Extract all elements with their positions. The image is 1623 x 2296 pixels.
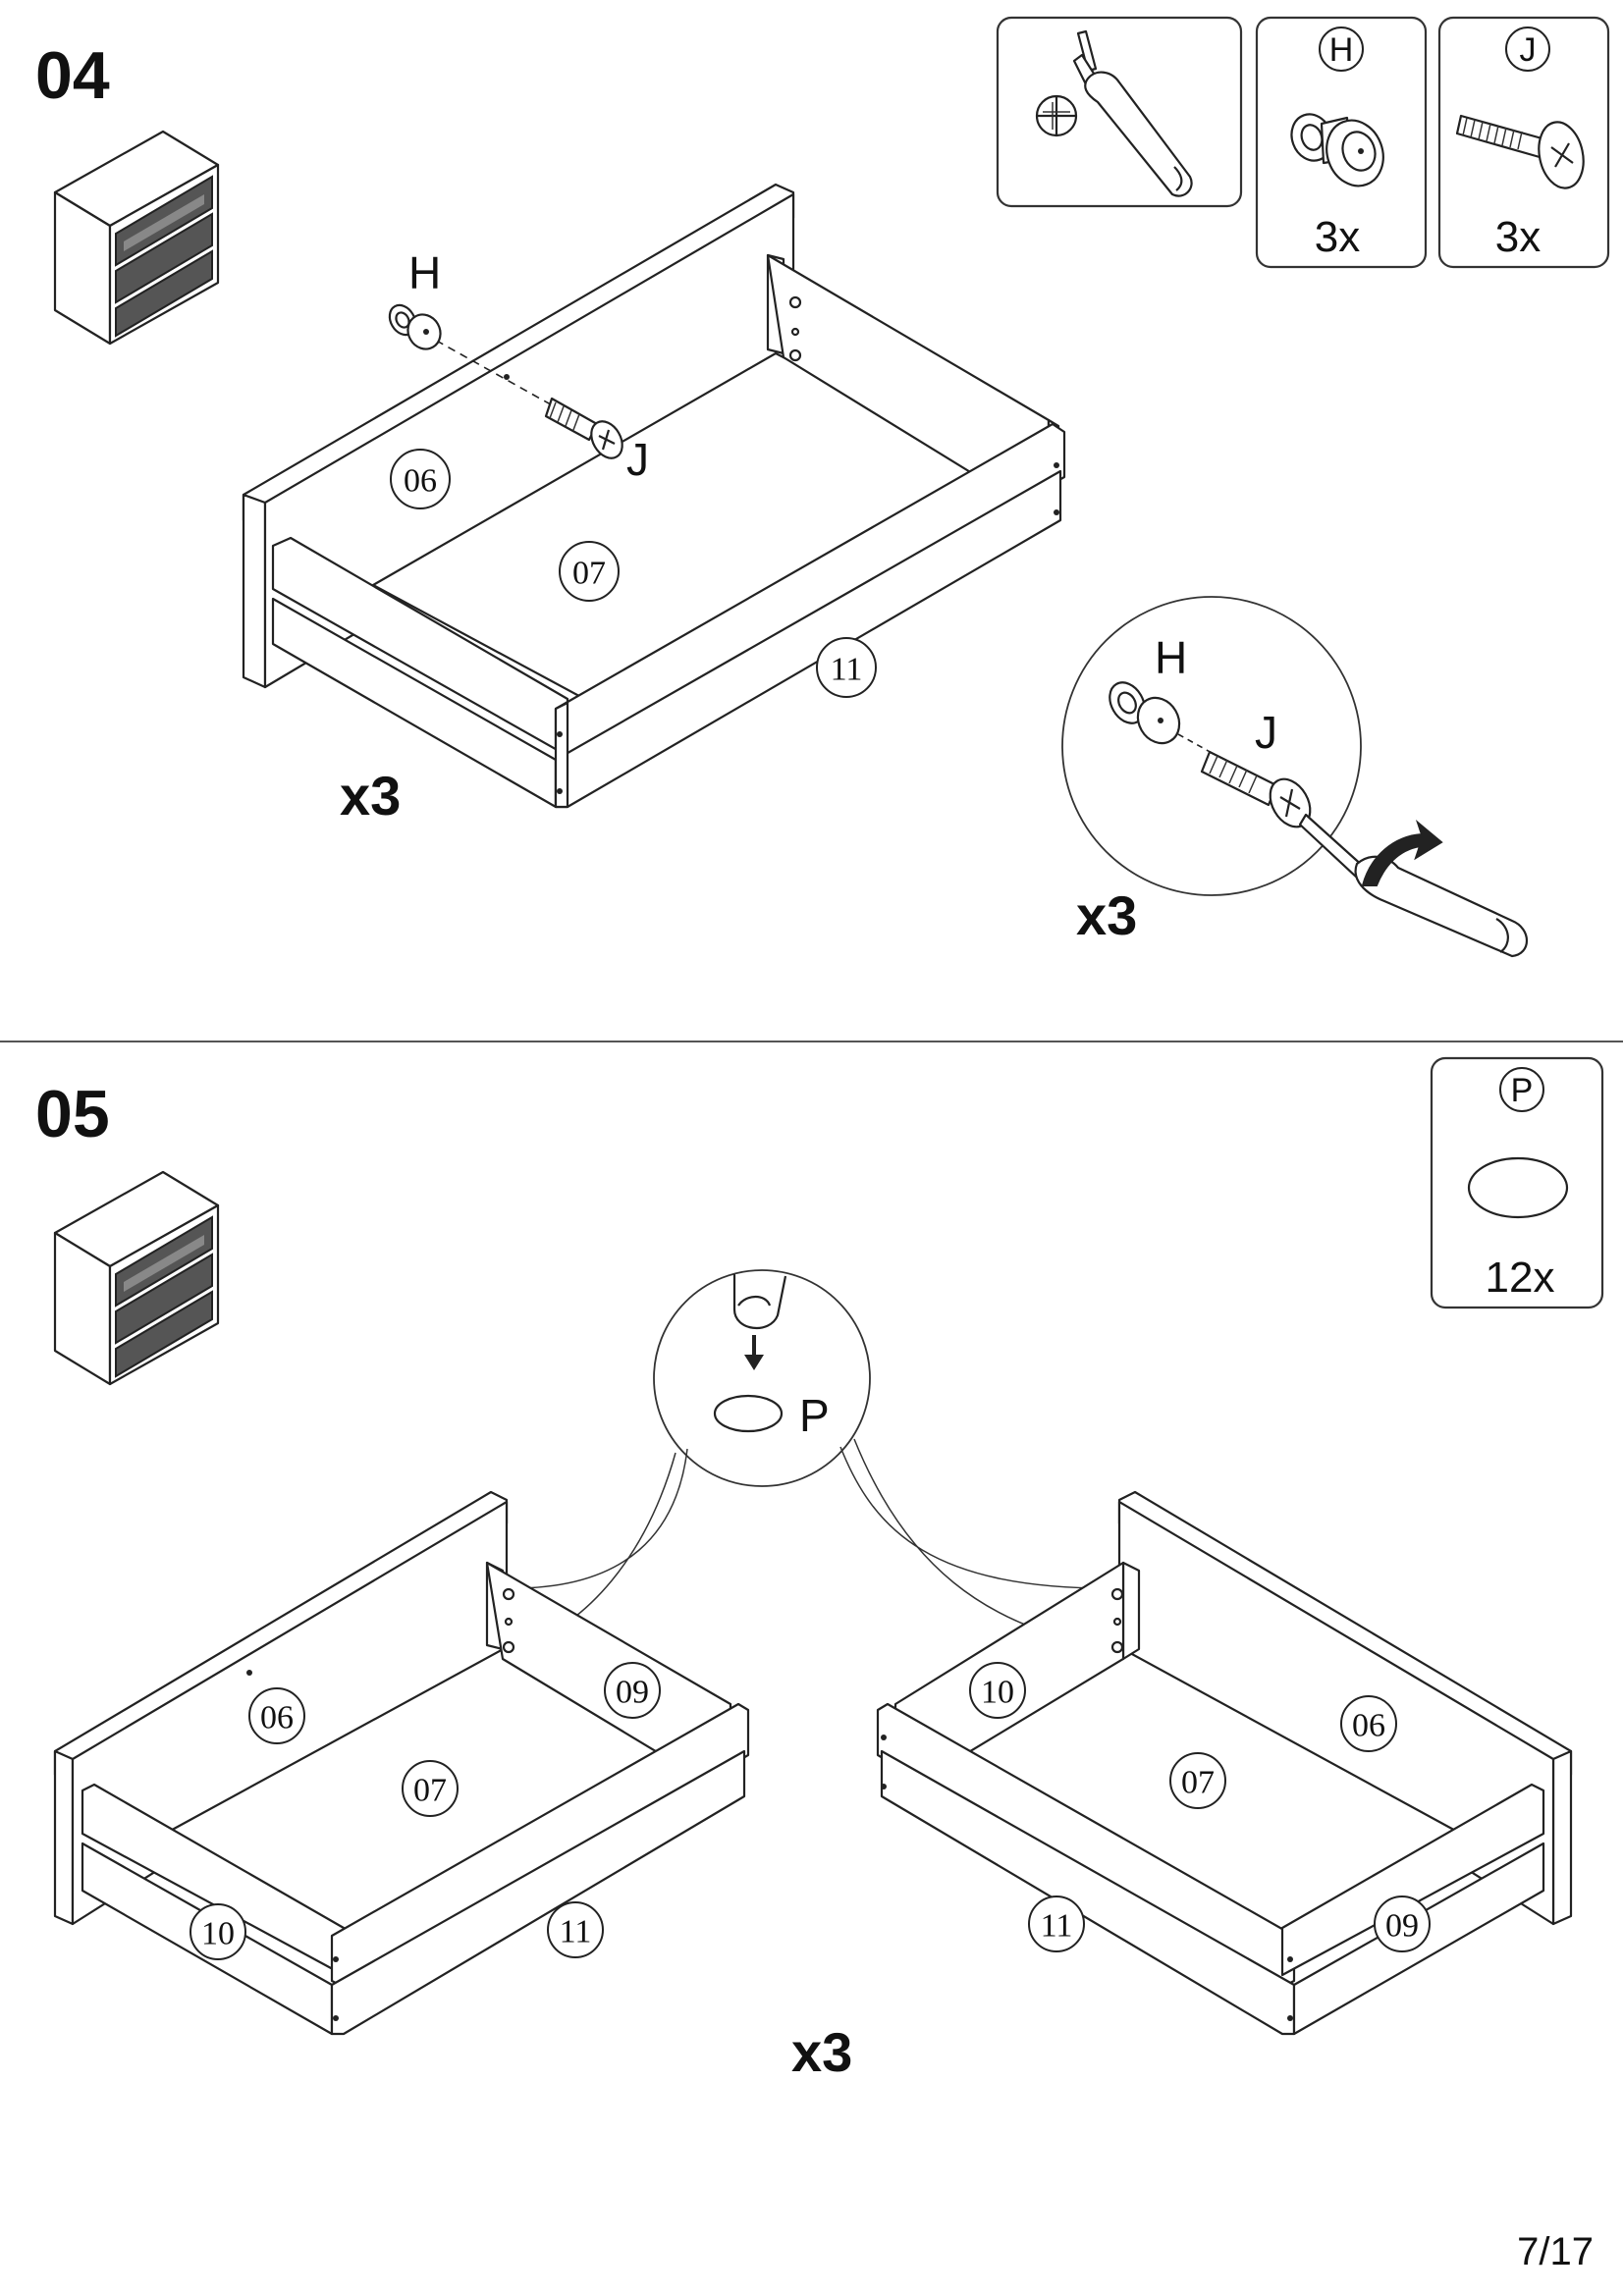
part-h-box: H 3x xyxy=(1255,16,1428,269)
right-drawer-assembly: 06 07 09 10 11 xyxy=(876,1490,1573,2036)
right-panel-label-11: 11 xyxy=(1041,1908,1073,1945)
screwdriver-icon xyxy=(1072,29,1193,197)
left-panel-label-11: 11 xyxy=(560,1914,592,1950)
part-p-label: P xyxy=(1511,1072,1534,1109)
part-j-label: J xyxy=(1520,31,1537,69)
left-panel-label-06: 06 xyxy=(260,1700,294,1736)
cam-lock-icon xyxy=(1109,681,1181,745)
step5-multiplier: x3 xyxy=(791,2021,852,2083)
bumper-pad-icon xyxy=(713,1394,784,1433)
detail-multiplier: x3 xyxy=(1076,884,1137,946)
left-drawer-assembly: 06 07 09 10 11 xyxy=(53,1490,750,2036)
step-4-number: 04 xyxy=(35,38,110,113)
left-panel-label-10: 10 xyxy=(201,1916,235,1952)
step-divider xyxy=(0,1041,1623,1042)
right-panel-label-06: 06 xyxy=(1352,1708,1385,1744)
part-j-box: J 3x xyxy=(1437,16,1610,269)
left-panel-label-09: 09 xyxy=(616,1675,649,1711)
dresser-thumbnail-icon xyxy=(53,130,220,346)
cam-lock-icon xyxy=(388,303,442,350)
detail-circle-step5: P xyxy=(506,1269,1118,1652)
bumper-pad-icon xyxy=(1467,1156,1569,1219)
right-panel-label-09: 09 xyxy=(1385,1908,1419,1945)
step4-multiplier: x3 xyxy=(340,765,401,827)
part-p-box: P 12x xyxy=(1430,1056,1604,1309)
part-h-label: H xyxy=(1329,31,1354,69)
bolt-icon xyxy=(544,397,623,459)
step-5-number: 05 xyxy=(35,1077,110,1151)
panel-label-11: 11 xyxy=(831,652,863,688)
rotate-arrow-icon xyxy=(1361,819,1443,886)
right-panel-label-10: 10 xyxy=(981,1675,1014,1711)
part-j-count: 3x xyxy=(1495,213,1541,261)
part-p-count: 12x xyxy=(1486,1254,1555,1302)
label-h: H xyxy=(408,247,441,298)
page-number: 7/17 xyxy=(1517,2230,1594,2273)
panel-label-06: 06 xyxy=(404,463,437,500)
label-j: J xyxy=(626,434,649,485)
right-panel-label-07: 07 xyxy=(1181,1765,1215,1801)
panel-label-07: 07 xyxy=(572,556,606,592)
detail-circle-step4: H J xyxy=(1061,596,1528,958)
screwdriver-icon xyxy=(1298,813,1528,958)
part-h-count: 3x xyxy=(1315,213,1360,261)
bolt-icon xyxy=(1455,114,1585,189)
left-panel-label-07: 07 xyxy=(413,1773,447,1809)
drawer-assembly-step4: H J 06 07 11 xyxy=(242,183,1066,809)
dresser-thumbnail-icon xyxy=(53,1170,220,1386)
detail-label-p: P xyxy=(799,1390,830,1441)
screwdriver-tool-box xyxy=(996,16,1243,208)
detail-label-j: J xyxy=(1255,707,1277,758)
finger-press-icon xyxy=(732,1274,787,1370)
phillips-head-icon xyxy=(1035,94,1078,137)
detail-label-h: H xyxy=(1155,632,1187,683)
cam-lock-icon xyxy=(1290,113,1384,187)
